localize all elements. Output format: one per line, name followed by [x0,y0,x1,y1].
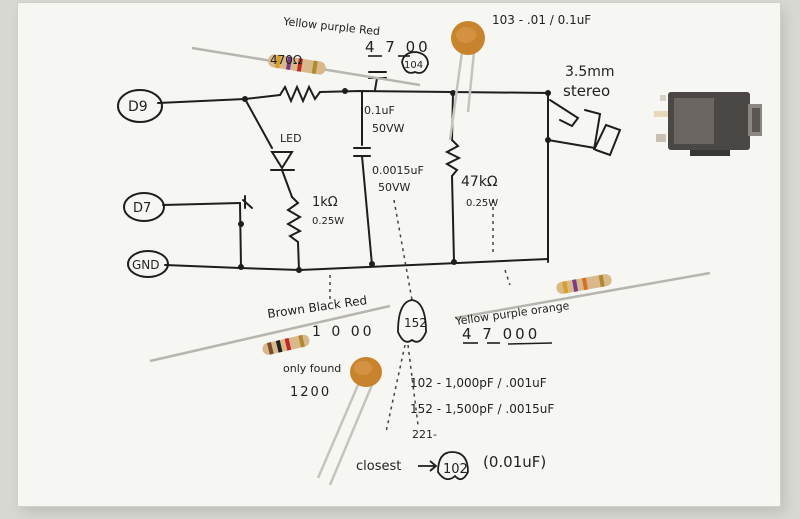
cap-152-code: 152 [404,316,427,330]
leader-lines [329,199,511,433]
r47k-colors-text: Yellow purple orange [454,299,571,328]
ceramic-capacitor-top [448,21,485,141]
cap-0015uf-text: 0.0015uF [372,164,424,177]
only-found-value: 1200 [290,385,331,400]
r1k-colors-text: Brown Black Red [266,293,368,321]
r47k-text: 47kΩ [461,174,498,190]
resistor-470-physical [191,46,421,87]
code-221-line: 221- [412,428,437,441]
resistor-47k-physical [454,271,711,320]
r1k-text: 1kΩ [312,195,338,210]
closest-value: (0.01uF) [483,453,546,471]
underlines [368,55,553,345]
cap-01uf-volts: 50VW [372,122,405,135]
r47k-watts: 0.25W [466,198,498,209]
pin-outlines [117,89,169,278]
cap-01uf-text: 0.1uF [364,104,395,117]
only-found-text: only found [283,362,341,375]
cap-104-outline [401,51,429,74]
pin-d9-label: D9 [128,99,148,115]
cap-0015uf-volts: 50VW [378,181,411,194]
led-symbol [270,151,294,170]
led-label: LED [280,132,302,145]
jack-title-line1: 3.5mm [565,64,615,80]
closest-text: closest [356,459,401,474]
cap-102-outline [437,451,469,481]
resistor-1k-symbol [286,196,303,271]
ceramic-capacitor-bottom [316,357,382,486]
resistor-47k-symbol [444,139,462,263]
cap-104-text: 104 [404,60,423,71]
r1k-digits-text: 1 0 00 [312,324,375,340]
pin-gnd-label: GND [132,258,160,272]
pin-d7-label: D7 [133,201,151,216]
junction-dots [238,88,551,273]
r470-colors-text: Yellow purple Red [282,15,381,38]
r470-digits-text: 4 7 00 [365,38,431,56]
code-152-line: 152 - 1,500pF / .0015uF [410,402,554,416]
cap-152-outline [397,299,427,343]
r1k-watts: 0.25W [312,216,344,227]
jack-title-line2: stereo [563,82,610,100]
r470-value-text: 470Ω [270,53,302,67]
capacitor-code-shapes [397,51,469,481]
cap-103-text: 103 - .01 / 0.1uF [492,13,591,27]
r47k-digits-text: 4 7 000 [462,325,540,343]
resistor-1k-physical [149,304,391,363]
closest-code: 102 [443,462,468,477]
stereo-jack-physical [654,92,762,156]
code-102-line: 102 - 1,000pF / .001uF [410,376,547,390]
paper-sheet [18,3,780,506]
resistor-470-symbol [279,84,321,104]
